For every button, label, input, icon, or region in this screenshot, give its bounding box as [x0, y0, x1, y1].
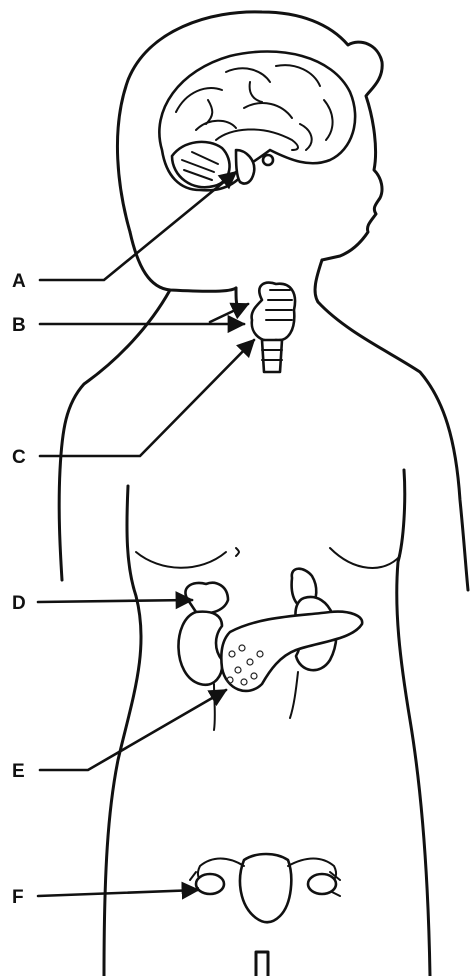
pointer-f — [38, 890, 198, 896]
pointer-b2 — [210, 304, 248, 322]
pointer-lines — [38, 172, 254, 896]
label-c: C — [12, 447, 26, 468]
label-b: B — [12, 315, 26, 336]
label-e: E — [12, 761, 25, 782]
brain — [159, 52, 355, 191]
pointer-c — [40, 340, 254, 456]
pancreas — [221, 612, 362, 691]
label-f: F — [12, 887, 24, 908]
thyroid-trachea — [252, 283, 295, 372]
label-d: D — [12, 593, 26, 614]
label-a: A — [12, 271, 26, 292]
pointer-d — [38, 600, 192, 602]
labels: A B C D E F — [12, 271, 26, 908]
uterus-ovaries — [190, 854, 340, 922]
